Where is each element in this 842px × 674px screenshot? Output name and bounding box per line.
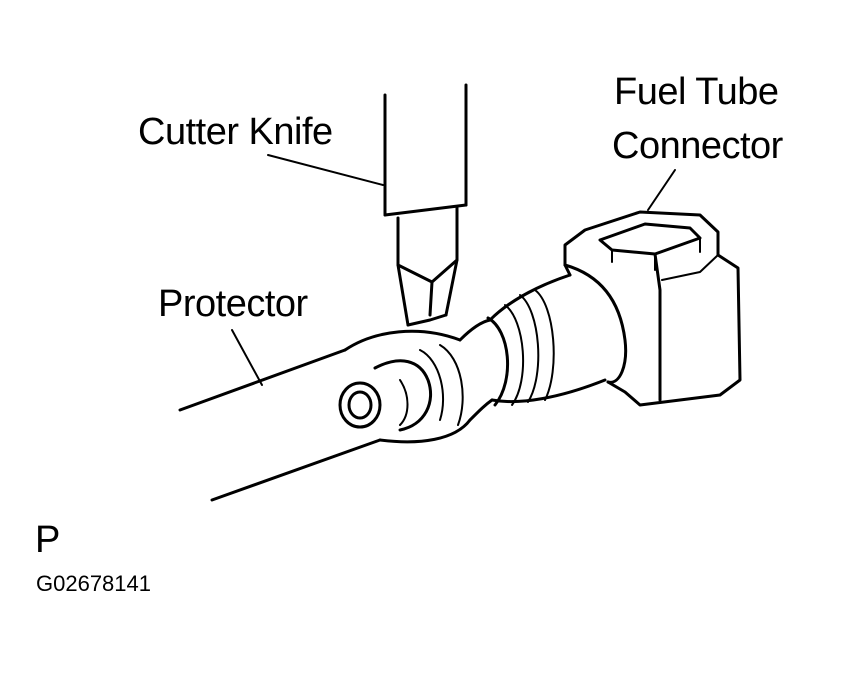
protector-drawing [178, 329, 472, 502]
leader-protector [231, 329, 263, 386]
label-cutter-knife: Cutter Knife [138, 111, 333, 153]
fuel-tube-connector-drawing [458, 210, 742, 422]
label-corner-letter: P [35, 519, 60, 561]
label-protector: Protector [158, 283, 308, 325]
cutter-knife-drawing [383, 83, 468, 327]
leader-cutter-knife [267, 154, 384, 186]
label-fuel-tube-line2: Connector [612, 125, 783, 167]
label-fuel-tube-line1: Fuel Tube [614, 71, 779, 113]
leader-fuel-tube-connector [647, 169, 676, 211]
label-figure-code: G02678141 [36, 571, 151, 596]
